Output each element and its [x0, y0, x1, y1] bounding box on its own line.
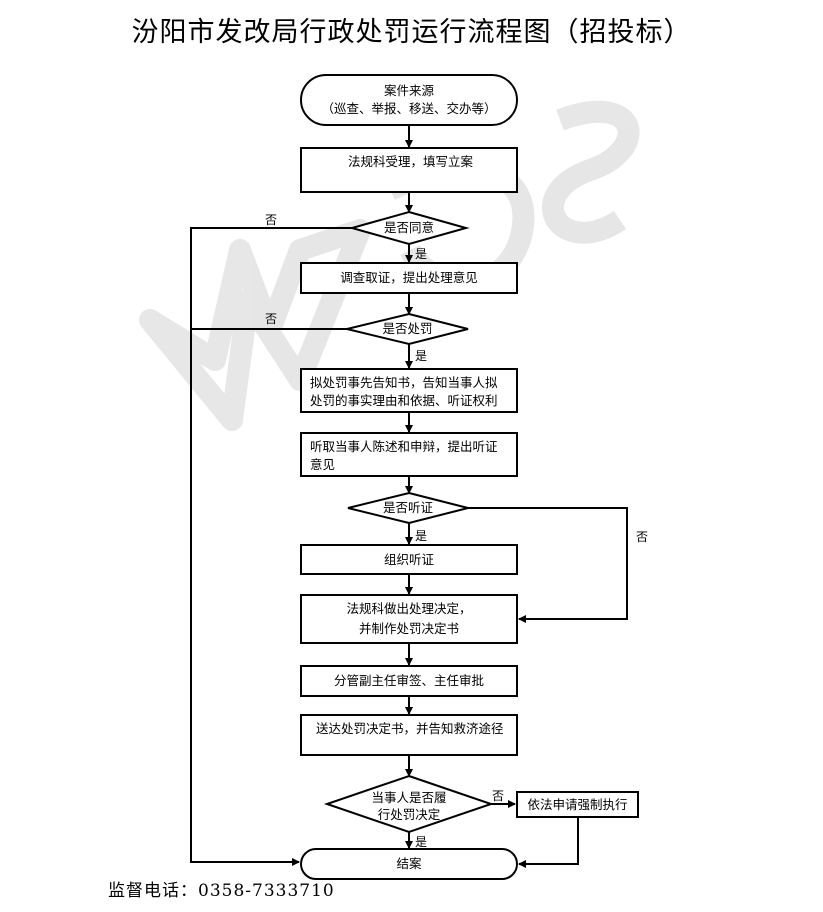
deliver-box: 送达处罚决定书，并告知救济途径	[300, 714, 518, 756]
end-text: 结案	[396, 856, 422, 871]
decide-line1: 法规科做出处理决定，	[346, 601, 472, 616]
start-line2: （巡查、举报、移送、交办等）	[321, 101, 497, 116]
decision-comply-line2: 行处罚决定	[377, 807, 441, 822]
page-title: 汾阳市发改局行政处罚运行流程图（招投标）	[131, 17, 692, 48]
yes-label-comply: 是	[415, 835, 428, 849]
organize-hearing-text: 组织听证	[383, 551, 434, 567]
accept-text: 法规科受理，填写立案	[348, 154, 474, 169]
notify-text: 拟处罚事先告知书，告知当事人拟处罚的事实理由和依据、听证权利	[310, 375, 498, 408]
start-line1: 案件来源	[383, 83, 434, 98]
organize-hearing-box: 组织听证	[300, 544, 518, 575]
supervision-phone: 监督电话：0358-7333710	[108, 881, 335, 901]
decision-comply-shape	[323, 774, 495, 834]
decision-comply-text: 当事人是否履 行处罚决定	[350, 789, 468, 823]
yes-label-punish: 是	[415, 349, 428, 363]
yes-label-hearing: 是	[415, 529, 428, 543]
no-label-hearing: 否	[636, 530, 649, 544]
no-label-punish: 否	[265, 312, 278, 326]
no-label-agree: 否	[265, 213, 278, 227]
decide-line2: 并制作处罚决定书	[358, 621, 459, 636]
decision-punish-shape	[346, 312, 469, 346]
notify-box: 拟处罚事先告知书，告知当事人拟处罚的事实理由和依据、听证权利	[300, 368, 518, 413]
deliver-text: 送达处罚决定书，并告知救济途径	[316, 721, 504, 736]
investigate-box: 调查取证，提出处理意见	[300, 262, 518, 294]
decision-punish-text: 是否处罚	[382, 321, 433, 336]
decision-hearing-shape	[347, 491, 469, 525]
approve-box: 分管副主任审签、主任审批	[300, 665, 518, 697]
decision-agree-shape	[348, 210, 470, 246]
accept-box: 法规科受理，填写立案	[300, 147, 518, 193]
enforce-box: 依法申请强制执行	[516, 791, 639, 818]
hear-statement-box: 听取当事人陈述和申辩，提出听证意见	[300, 432, 518, 477]
investigate-text: 调查取证，提出处理意见	[340, 270, 478, 285]
hear-statement-text: 听取当事人陈述和申辩，提出听证意见	[310, 439, 498, 472]
decision-comply-line1: 当事人是否履	[371, 790, 447, 805]
yes-label-agree: 是	[415, 247, 428, 261]
end-node: 结案	[300, 848, 518, 880]
decide-box: 法规科做出处理决定， 并制作处罚决定书	[300, 594, 518, 644]
approve-text: 分管副主任审签、主任审批	[333, 673, 484, 688]
decision-hearing-text: 是否听证	[382, 500, 433, 515]
start-node: 案件来源 （巡查、举报、移送、交办等）	[300, 74, 518, 126]
decision-agree-text: 是否同意	[383, 220, 434, 235]
no-label-comply: 否	[492, 789, 505, 803]
enforce-text: 依法申请强制执行	[527, 796, 628, 812]
